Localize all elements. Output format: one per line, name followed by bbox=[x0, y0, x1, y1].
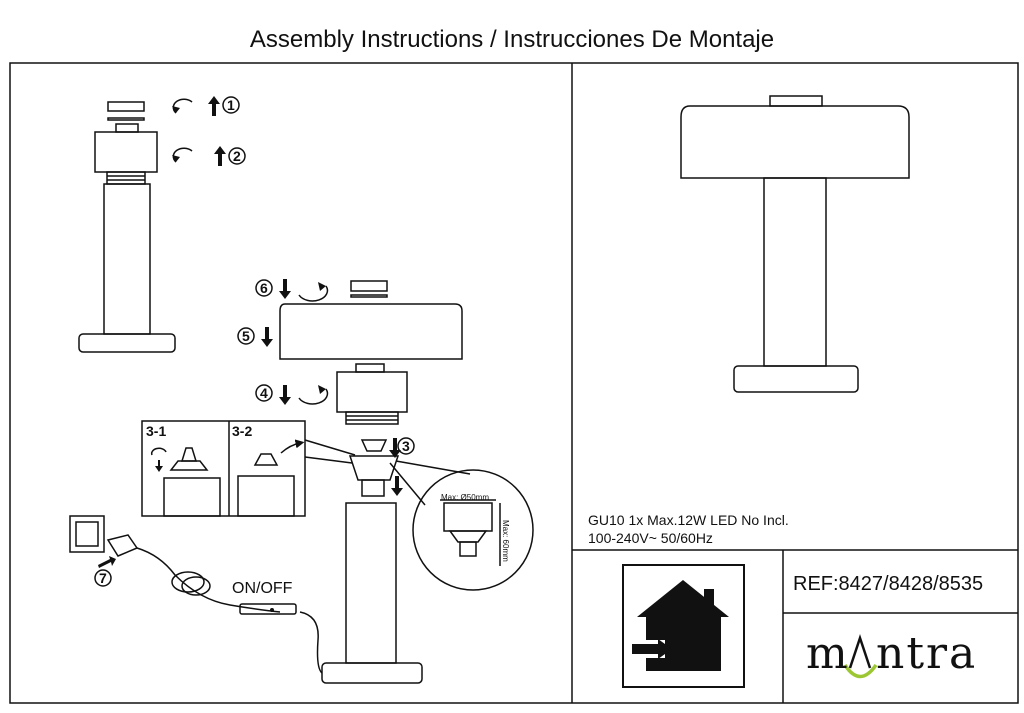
step-2: 2 bbox=[233, 148, 241, 164]
arrow-down-icon bbox=[389, 438, 401, 458]
logo-smile bbox=[843, 663, 878, 679]
wall-socket-icon bbox=[69, 515, 105, 553]
on-off-switch bbox=[239, 603, 297, 615]
spec-line-1: GU10 1x Max.12W LED No Incl. bbox=[588, 512, 789, 528]
stand-base-lower bbox=[321, 662, 423, 684]
bulb-diameter: Max: Ø50mm bbox=[441, 493, 489, 502]
stand-base bbox=[78, 333, 176, 353]
brand-logo-left: m bbox=[806, 628, 850, 679]
brand-logo-right: ntra bbox=[876, 628, 978, 679]
rotate-icon bbox=[172, 147, 193, 163]
shade-assembled bbox=[680, 105, 910, 179]
switch-label: ON/OFF bbox=[232, 580, 293, 597]
threaded-collar bbox=[94, 131, 158, 173]
arrow-down-icon bbox=[261, 327, 273, 347]
cap-assembled bbox=[769, 95, 823, 107]
stand-column-lower bbox=[345, 502, 397, 664]
step-1: 1 bbox=[227, 97, 235, 113]
lamp-shade bbox=[279, 303, 463, 360]
step-3: 3 bbox=[402, 438, 410, 454]
cap-ring bbox=[107, 101, 145, 112]
plug-icon bbox=[106, 534, 139, 557]
product-ref: REF:8427/8428/8535 bbox=[793, 573, 984, 595]
outer-frame bbox=[9, 62, 1019, 704]
step-5: 5 bbox=[242, 328, 250, 344]
step-4: 4 bbox=[260, 385, 268, 401]
indoor-use-icon bbox=[622, 564, 745, 688]
bulb-size-callout bbox=[412, 469, 534, 591]
arrow-up-icon bbox=[208, 96, 220, 116]
step3-panel bbox=[141, 420, 306, 517]
rotate-icon bbox=[172, 98, 193, 114]
logo-a bbox=[848, 634, 872, 669]
page-title: Assembly Instructions / Instrucciones De… bbox=[249, 26, 775, 53]
step-7: 7 bbox=[99, 570, 107, 586]
arrow-down-icon bbox=[279, 385, 291, 405]
stand-column bbox=[103, 183, 151, 335]
step-6: 6 bbox=[260, 280, 268, 296]
step-3-1: 3-1 bbox=[146, 423, 166, 439]
arrow-up-icon bbox=[214, 146, 226, 166]
arrow-down-icon bbox=[279, 279, 291, 299]
base-assembled bbox=[733, 365, 859, 393]
collar bbox=[336, 371, 408, 413]
bulb-height: Max: 60mm bbox=[501, 520, 510, 562]
step-3-2: 3-2 bbox=[232, 423, 252, 439]
spec-line-2: 100-240V~ 50/60Hz bbox=[588, 530, 713, 546]
column-assembled bbox=[763, 177, 827, 367]
gu10-bulb bbox=[348, 455, 400, 481]
arrow-down-icon bbox=[391, 476, 403, 496]
